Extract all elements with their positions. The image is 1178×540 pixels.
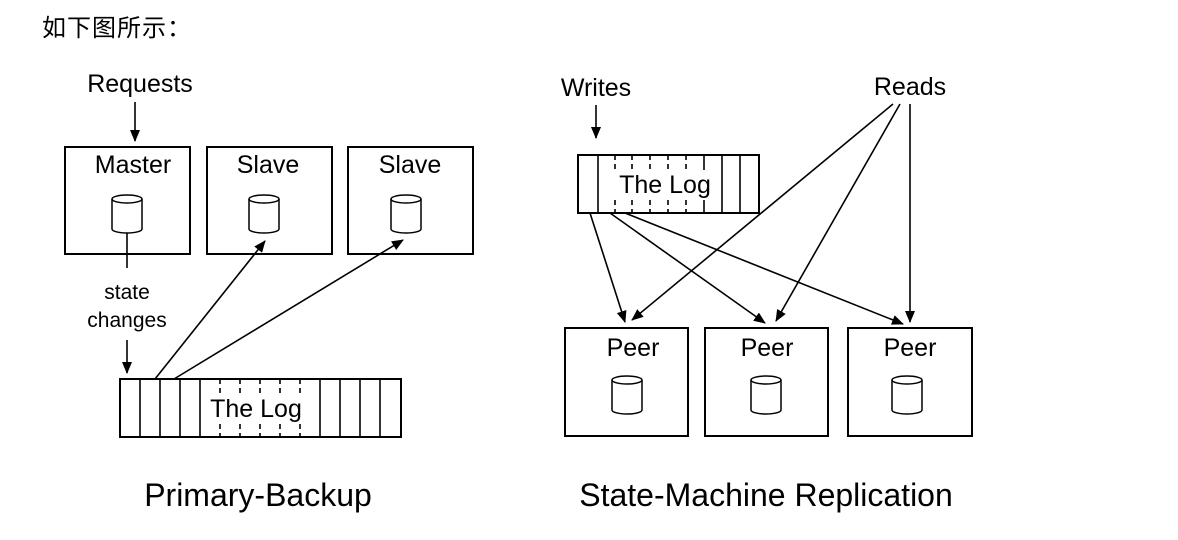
- peer-node-2: Peer: [704, 327, 829, 437]
- replication-log-label: The Log: [619, 171, 711, 199]
- reads-to-peer1-arrow: [631, 103, 894, 321]
- database-icon: [248, 194, 280, 234]
- database-icon: [750, 375, 782, 415]
- peer-label-2: Peer: [741, 334, 794, 362]
- primary-log: The Log: [119, 378, 402, 438]
- intro-text: 如下图所示：: [42, 14, 192, 42]
- log-to-peer1-arrow: [589, 212, 627, 323]
- peer-node-3: Peer: [847, 327, 973, 437]
- peer-label-1: Peer: [607, 334, 660, 362]
- requests-label: Requests: [87, 70, 193, 98]
- replication-log: The Log: [577, 154, 760, 214]
- state-label: state: [104, 281, 150, 304]
- primary-log-label: The Log: [210, 395, 302, 423]
- log-to-slave1-arrow: [154, 240, 266, 380]
- reads-label: Reads: [874, 73, 946, 101]
- state-machine-caption: State-Machine Replication: [579, 477, 953, 513]
- master-label: Master: [95, 151, 171, 179]
- peer-node-1: Peer: [564, 327, 689, 437]
- writes-label: Writes: [561, 74, 631, 102]
- changes-label: changes: [87, 309, 166, 332]
- slave-label-1: Slave: [237, 151, 300, 179]
- slave-label-2: Slave: [379, 151, 442, 179]
- peer-label-3: Peer: [884, 334, 937, 362]
- database-icon: [891, 375, 923, 415]
- slave-node-1: Slave: [206, 146, 333, 255]
- reads-to-peer2-arrow: [775, 103, 901, 322]
- database-icon: [390, 194, 422, 234]
- database-icon: [611, 375, 643, 415]
- primary-backup-caption: Primary-Backup: [144, 477, 372, 513]
- slave-node-2: Slave: [347, 146, 474, 255]
- master-node: Master: [64, 146, 191, 255]
- log-to-slave2-arrow: [173, 239, 404, 380]
- log-to-peer3-arrow: [624, 212, 904, 325]
- database-icon: [111, 194, 143, 234]
- log-to-peer2-arrow: [609, 212, 766, 324]
